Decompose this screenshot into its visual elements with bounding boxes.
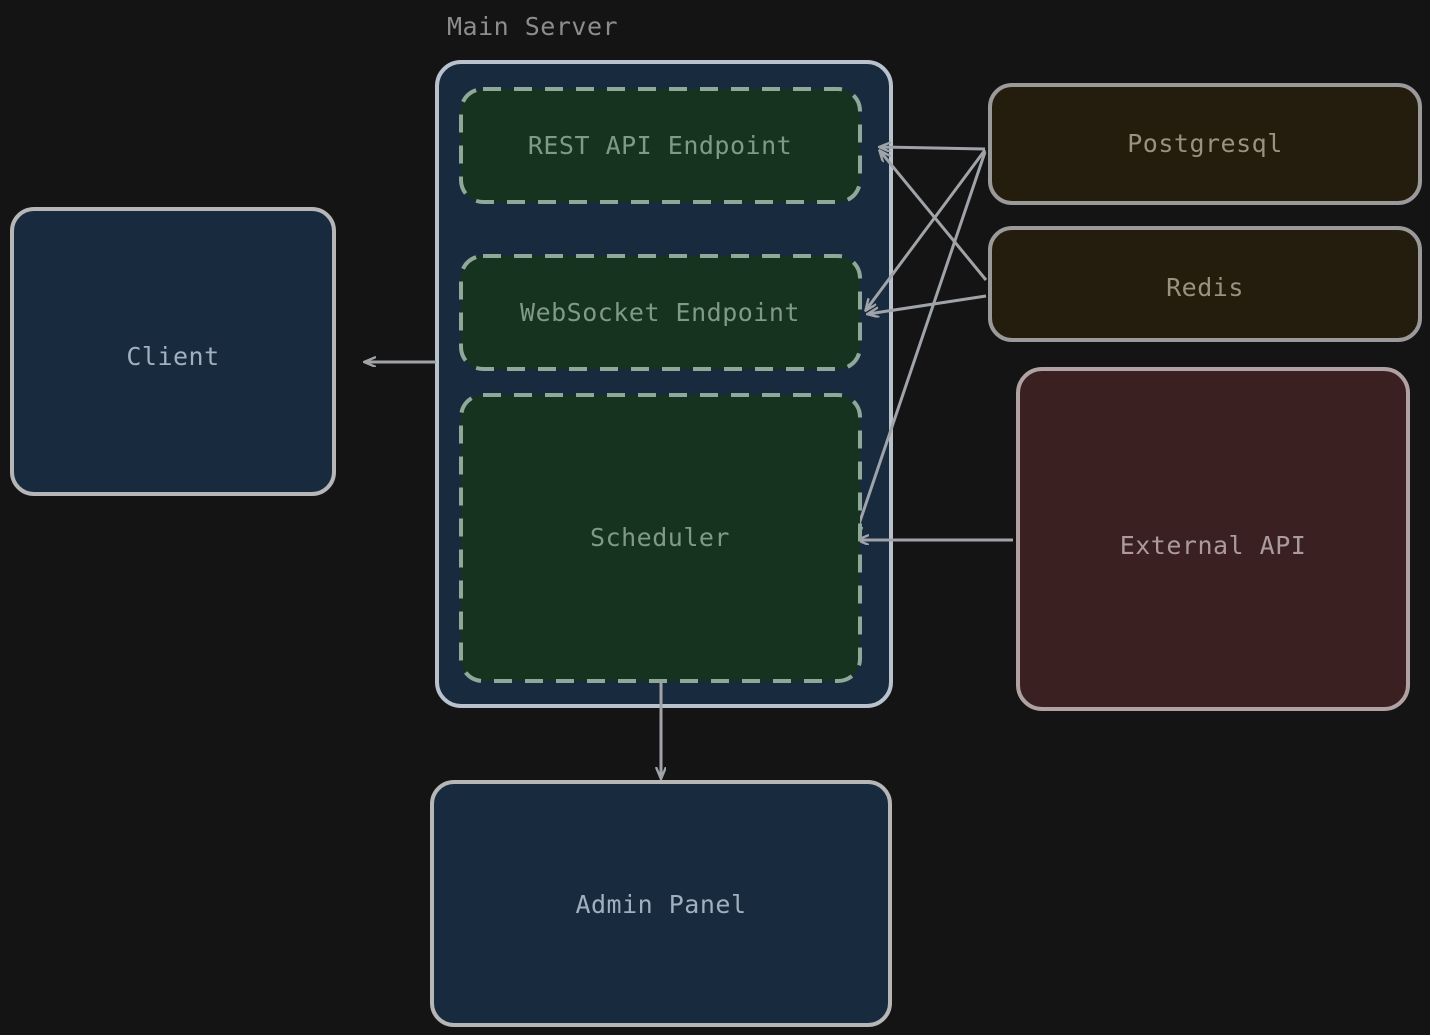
node-client-rect: [10, 207, 336, 496]
node-scheduler[interactable]: Scheduler: [459, 393, 862, 683]
edge-redis-restapi: [880, 151, 988, 281]
node-postgresql-rect: [988, 83, 1422, 205]
node-admin-panel[interactable]: Admin Panel: [430, 780, 892, 1027]
node-external-api-rect: [1016, 367, 1410, 711]
node-client[interactable]: Client: [10, 207, 336, 496]
edges-layer: [365, 147, 1013, 778]
node-scheduler-rect: [459, 393, 862, 683]
node-websocket-endpoint[interactable]: WebSocket Endpoint: [459, 254, 862, 371]
edge-postgresql-restapi: [880, 147, 986, 149]
edge-postgresql-scheduler: [855, 151, 987, 536]
node-admin-panel-rect: [430, 780, 892, 1027]
node-postgresql[interactable]: Postgresql: [988, 83, 1422, 205]
cluster-main-server-title: Main Server: [447, 12, 618, 41]
node-external-api[interactable]: External API: [1016, 367, 1410, 711]
edge-redis-websocket: [868, 294, 987, 314]
node-rest-api-endpoint[interactable]: REST API Endpoint: [459, 87, 862, 204]
node-redis[interactable]: Redis: [988, 226, 1422, 342]
node-redis-rect: [988, 226, 1422, 342]
node-rest-api-endpoint-rect: [459, 87, 862, 204]
edge-postgresql-websocket: [866, 149, 987, 310]
node-websocket-endpoint-rect: [459, 254, 862, 371]
